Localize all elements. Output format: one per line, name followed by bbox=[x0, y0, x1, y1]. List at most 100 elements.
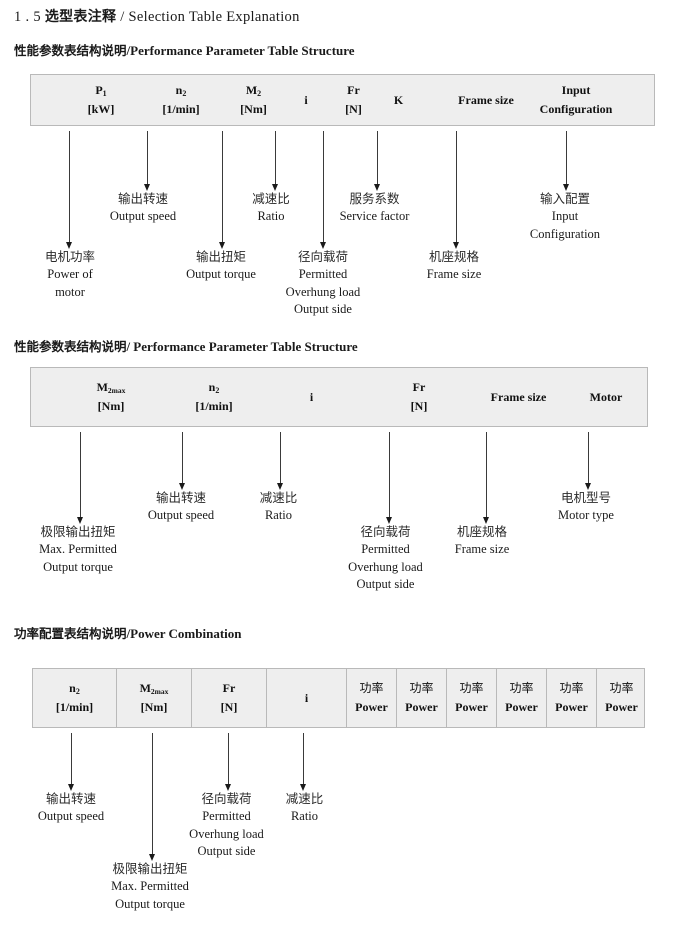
section-3-heading: 功率配置表结构说明/Power Combination bbox=[14, 623, 242, 642]
table1-col-m2: M2 [Nm] bbox=[206, 75, 301, 125]
annotation-input-configuration-en-1: Input bbox=[551, 208, 579, 223]
table1-col-n2: n2 [1/min] bbox=[131, 75, 231, 125]
annotation-frame-size-2-en-1: Frame size bbox=[454, 541, 510, 556]
annotation-motor-type: 电机型号 Motor type bbox=[536, 489, 636, 525]
annotation-ratio-2-cn: 减速比 bbox=[259, 490, 298, 505]
annotation-output-speed-2-cn: 输出转速 bbox=[155, 490, 206, 505]
annotation-output-speed-3: 输出转速 Output speed bbox=[16, 790, 126, 826]
table1-col-fr: Fr [N] bbox=[316, 75, 391, 125]
table3-col-fr-line2: [N] bbox=[220, 700, 238, 714]
table2-col-motor: Motor bbox=[566, 368, 646, 426]
table3-col-power-1-en: Power bbox=[355, 700, 388, 714]
arrow-to-ratio-3 bbox=[299, 733, 308, 791]
table1-col-n2-line1: n2 bbox=[175, 83, 187, 99]
table3-col-power-4: 功率 Power bbox=[496, 669, 546, 727]
arrow-to-max-permitted-output-torque-3 bbox=[148, 733, 157, 861]
performance-parameter-table-2: M2max [Nm] n2 [1/min] i Fr [N] Frame siz… bbox=[30, 367, 648, 427]
arrow-to-overhung-load-2 bbox=[385, 432, 394, 524]
annotation-overhung-load-3-en-3: Output side bbox=[197, 844, 256, 859]
arrow-to-power-of-motor bbox=[65, 131, 74, 249]
annotation-frame-size-2: 机座规格 Frame size bbox=[432, 523, 532, 559]
table3-col-power-6: 功率 Power bbox=[596, 669, 646, 727]
table2-col-frame-size: Frame size bbox=[456, 368, 581, 426]
section-3-heading-sep: / bbox=[126, 626, 131, 641]
annotation-overhung-load-en-3: Output side bbox=[294, 302, 352, 317]
annotation-output-torque: 输出扭矩 Output torque bbox=[165, 248, 277, 284]
annotation-frame-size: 机座规格 Frame size bbox=[404, 248, 504, 284]
annotation-power-of-motor-en-1: Power of bbox=[47, 266, 93, 281]
table3-col-power-3-en: Power bbox=[455, 700, 488, 714]
page-title-cn: 选型表注释 bbox=[44, 9, 117, 25]
annotation-ratio-cn: 减速比 bbox=[252, 191, 290, 206]
table3-col-power-6-en: Power bbox=[605, 700, 638, 714]
table3-col-power-5: 功率 Power bbox=[546, 669, 596, 727]
table2-col-n2: n2 [1/min] bbox=[159, 368, 269, 426]
section-1-heading-cn: 性能参数表结构说明 bbox=[14, 43, 127, 58]
page-title-number: 1 . 5 bbox=[14, 9, 41, 25]
annotation-overhung-load-en-2: Overhung load bbox=[285, 284, 361, 299]
annotation-overhung-load-2-cn: 径向载荷 bbox=[360, 524, 411, 539]
arrow-to-service-factor bbox=[373, 131, 382, 191]
annotation-input-configuration-en-2: Configuration bbox=[529, 226, 601, 241]
section-1-heading-en: Performance Parameter Table Structure bbox=[130, 43, 355, 58]
annotation-max-permitted-output-torque-en-1: Max. Permitted bbox=[39, 541, 117, 556]
table1-col-m2-line2: [Nm] bbox=[240, 102, 267, 116]
table1-col-k-line1: K bbox=[393, 92, 404, 107]
annotation-overhung-load-2: 径向载荷 Permitted Overhung load Output side bbox=[333, 523, 438, 594]
table1-col-p1-line1: P1 bbox=[95, 83, 107, 99]
arrow-to-frame-size bbox=[452, 131, 461, 249]
table2-col-n2-line1: n2 bbox=[208, 380, 220, 396]
annotation-overhung-load-3: 径向载荷 Permitted Overhung load Output side bbox=[174, 790, 279, 861]
table3-col-power-3: 功率 Power bbox=[446, 669, 496, 727]
annotation-frame-size-2-cn: 机座规格 bbox=[456, 524, 507, 539]
table2-col-i-line1: i bbox=[309, 389, 314, 404]
table3-col-i: i bbox=[266, 669, 346, 727]
table1-col-p1: P1 [kW] bbox=[51, 75, 151, 125]
annotation-power-of-motor: 电机功率 Power of motor bbox=[10, 248, 130, 301]
table3-col-power-3-cn: 功率 bbox=[459, 681, 484, 696]
annotation-max-permitted-output-torque: 极限输出扭矩 Max. Permitted Output torque bbox=[13, 523, 143, 576]
annotation-max-permitted-output-torque-cn: 极限输出扭矩 bbox=[40, 524, 116, 539]
table2-col-fr-line2: [N] bbox=[410, 399, 428, 413]
annotation-frame-size-en-1: Frame size bbox=[426, 266, 482, 281]
table2-col-motor-line1: Motor bbox=[589, 389, 623, 404]
arrow-to-ratio bbox=[271, 131, 280, 191]
annotation-output-speed-3-en-1: Output speed bbox=[37, 808, 105, 823]
table1-col-m2-line1: M2 bbox=[245, 83, 262, 99]
table1-col-fr-line2: [N] bbox=[345, 102, 362, 116]
annotation-max-permitted-output-torque-3-cn: 极限输出扭矩 bbox=[112, 861, 188, 876]
table1-col-frame-size: Frame size bbox=[421, 75, 551, 125]
arrow-to-output-speed bbox=[143, 131, 152, 191]
table3-col-power-5-cn: 功率 bbox=[559, 681, 584, 696]
annotation-ratio-3: 减速比 Ratio bbox=[262, 790, 347, 826]
annotation-overhung-load-3-en-1: Permitted bbox=[202, 808, 251, 823]
page-title: 1 . 5 选型表注释 / Selection Table Explanatio… bbox=[14, 6, 300, 26]
table1-col-input-configuration: Input Configuration bbox=[501, 75, 651, 125]
table3-col-n2-line1: n2 bbox=[69, 681, 80, 697]
annotation-motor-type-en-1: Motor type bbox=[558, 507, 614, 522]
arrow-to-overhung-load-3 bbox=[224, 733, 233, 791]
table3-col-power-4-en: Power bbox=[505, 700, 538, 714]
section-3-heading-cn: 功率配置表结构说明 bbox=[14, 626, 127, 641]
section-2-heading-sep: / bbox=[126, 339, 131, 354]
table3-col-n2: n2 [1/min] bbox=[33, 669, 116, 727]
table1-col-fr-line1: Fr bbox=[347, 83, 360, 98]
table3-col-m2max-line1: M2max bbox=[139, 681, 169, 697]
page-title-separator: / bbox=[120, 9, 125, 25]
annotation-max-permitted-output-torque-en-2: Output torque bbox=[43, 559, 113, 574]
power-combination-table: n2 [1/min] M2max [Nm] Fr [N] i 功率 Power … bbox=[32, 668, 645, 728]
section-2-heading: 性能参数表结构说明/ Performance Parameter Table S… bbox=[14, 336, 358, 355]
page-title-en: Selection Table Explanation bbox=[128, 9, 300, 25]
section-2-heading-cn: 性能参数表结构说明 bbox=[14, 339, 127, 354]
annotation-overhung-load-cn: 径向载荷 bbox=[297, 249, 348, 264]
table3-col-power-2-en: Power bbox=[405, 700, 438, 714]
table3-col-m2max: M2max [Nm] bbox=[116, 669, 191, 727]
arrow-to-frame-size-2 bbox=[482, 432, 491, 524]
annotation-motor-type-cn: 电机型号 bbox=[560, 490, 611, 505]
table1-col-input-configuration-line2: Configuration bbox=[539, 102, 613, 116]
annotation-overhung-load-3-cn: 径向载荷 bbox=[201, 791, 252, 806]
section-1-heading: 性能参数表结构说明/Performance Parameter Table St… bbox=[14, 40, 355, 59]
annotation-power-of-motor-cn: 电机功率 bbox=[44, 249, 95, 264]
table3-col-fr-line1: Fr bbox=[222, 681, 236, 696]
table3-col-power-1: 功率 Power bbox=[346, 669, 396, 727]
